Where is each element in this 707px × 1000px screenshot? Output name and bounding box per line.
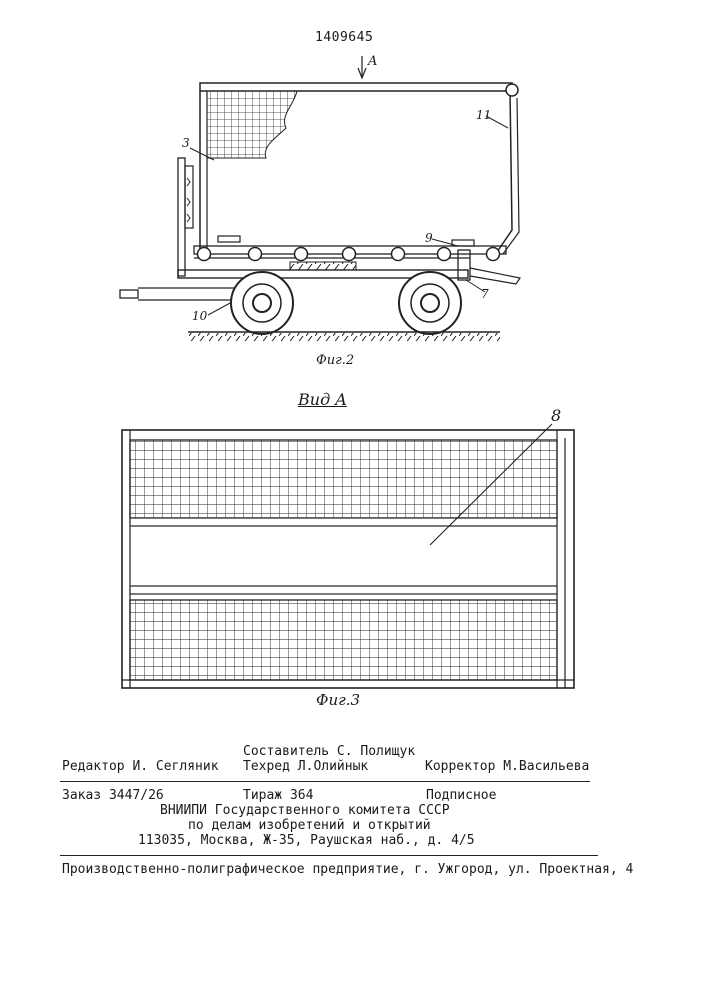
compiler-line: Составитель С. Полищук — [243, 744, 415, 759]
figure-3-caption: Фиг.3 — [316, 691, 360, 709]
corrector-line: Корректор М.Васильева — [425, 759, 589, 774]
techred-line: Техред Л.Олийнык — [243, 759, 368, 774]
divider-bottom — [60, 855, 598, 856]
editor-line: Редактор И. Сегляник — [62, 759, 219, 774]
order-line: Заказ 3447/26 — [62, 788, 164, 803]
circulation-line: Тираж 364 — [243, 788, 313, 803]
mesh-panel-top — [130, 440, 557, 518]
subscription-line: Подписное — [426, 788, 496, 803]
org-line-2: по делам изобретений и открытий — [188, 818, 431, 833]
divider-top — [60, 781, 590, 782]
org-line-1: ВНИИПИ Государственного комитета СССР — [160, 803, 450, 818]
address-line: 113035, Москва, Ж-35, Раушская наб., д. … — [138, 833, 475, 848]
mesh-panel-bottom — [130, 600, 557, 680]
printer-line: Производственно-полиграфическое предприя… — [62, 862, 633, 877]
